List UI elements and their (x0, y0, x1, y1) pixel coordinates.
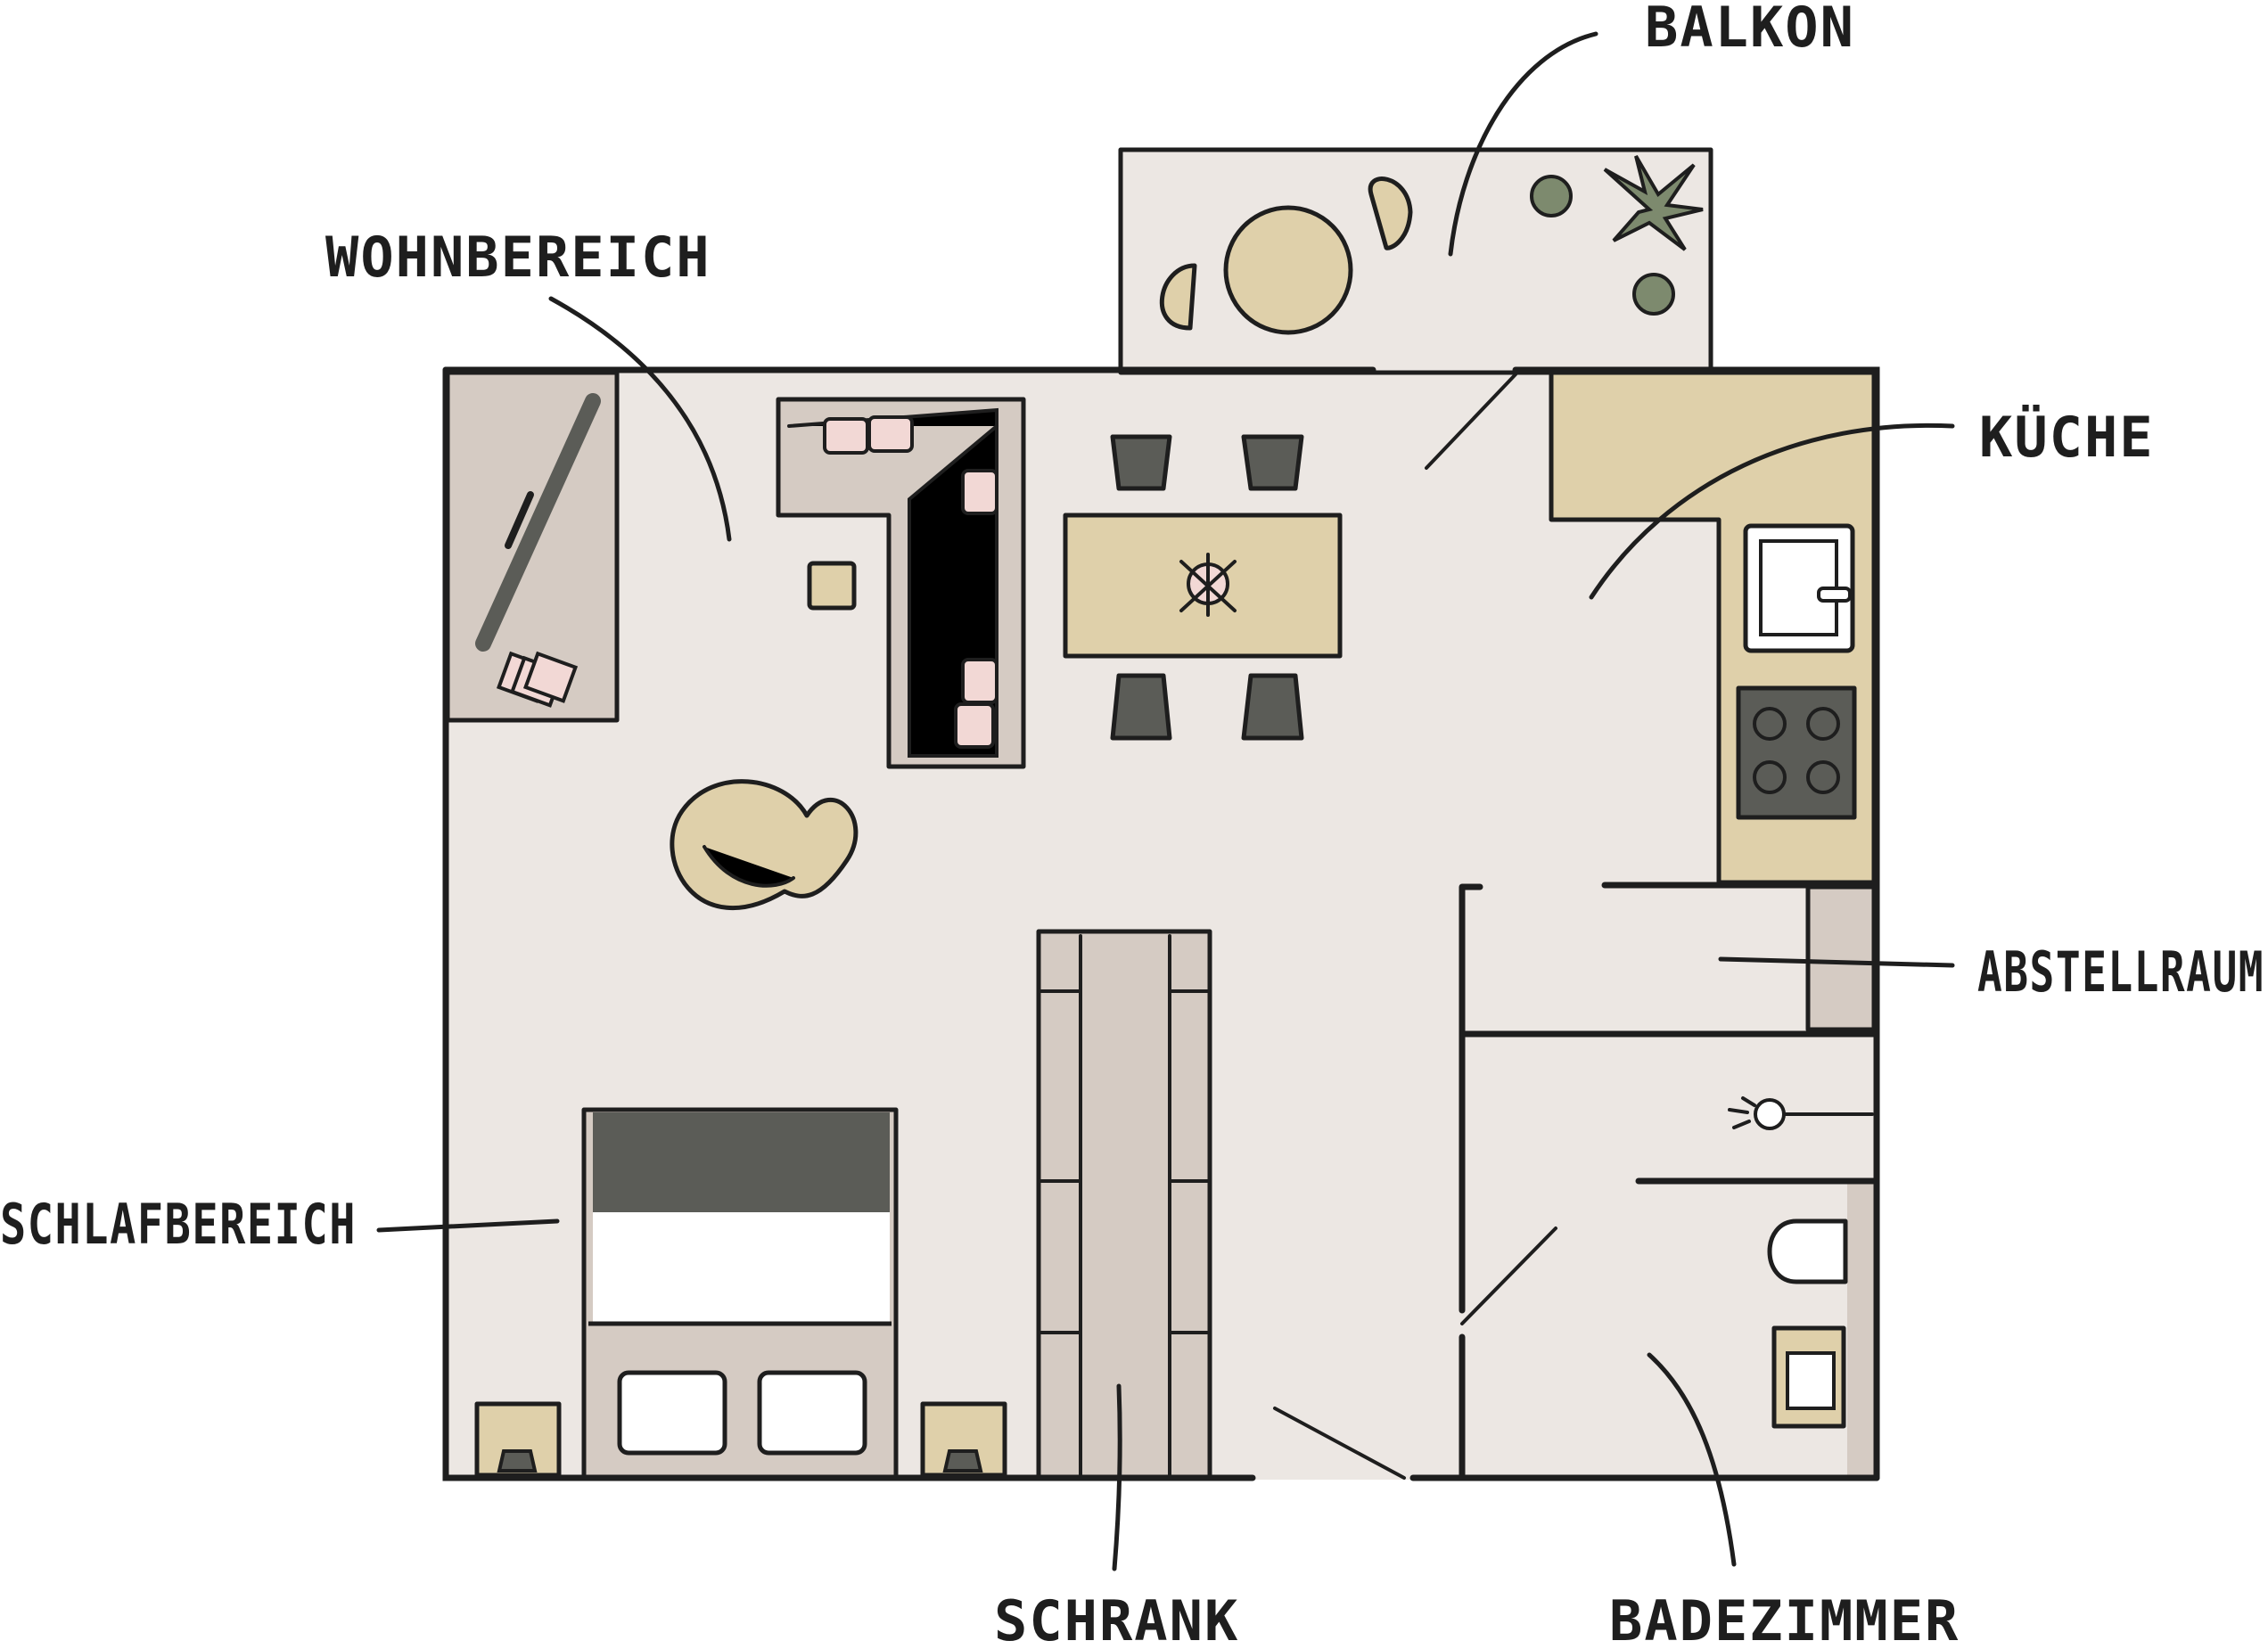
balcony-chair (1368, 176, 1413, 250)
side-table (807, 561, 857, 611)
bed-sheet (593, 1212, 890, 1324)
pillow (617, 1370, 727, 1456)
dining-chair (1241, 434, 1304, 491)
bath-fixture-strip (1847, 1181, 1876, 1475)
pillow (757, 1370, 867, 1456)
balcony-chair (1159, 263, 1197, 331)
cushion (867, 415, 914, 453)
dining-table (1063, 513, 1343, 659)
wardrobe (1036, 929, 1212, 1480)
cushion (961, 658, 998, 704)
leader-lines (376, 31, 1955, 1571)
living-area (445, 370, 1026, 911)
schrank-unit (1036, 929, 1212, 1480)
kitchen-fixtures (1736, 523, 1857, 820)
label-kueche: KÜCHE (1979, 405, 2155, 470)
label-badezimmer: BADEZIMMER (1609, 1588, 1960, 1649)
plant-icon (1632, 273, 1675, 316)
dining-chair (1241, 673, 1304, 741)
flower-vase-icon (1179, 553, 1237, 617)
label-wohnbereich: WOHNBEREICH (325, 225, 711, 290)
bathroom-fixtures (1728, 1096, 1874, 1429)
balcony-table (1223, 205, 1353, 335)
large-plant-icon (1603, 154, 1704, 251)
magazines-icon (496, 651, 579, 708)
armchair (670, 779, 859, 911)
nightstand (474, 1401, 562, 1478)
tv-icon (475, 393, 601, 652)
dining-chair (1110, 434, 1172, 491)
label-balkon: BALKON (1645, 0, 1855, 60)
toilet-icon (1767, 1218, 1848, 1284)
label-schrank: SCHRANK (994, 1588, 1239, 1649)
balcony-furniture (1159, 154, 1704, 335)
bed-blanket-dark (593, 1112, 890, 1212)
cushion (823, 417, 869, 455)
abstellraum-shelf (1805, 884, 1877, 1032)
dining-area (1063, 434, 1343, 741)
walls (442, 366, 1880, 1481)
bedroom (474, 1107, 1007, 1480)
plant-icon (1530, 175, 1573, 217)
cushion (954, 702, 995, 749)
cushion (961, 469, 998, 515)
label-schlafbereich: SCHLAFBEREICH (0, 1192, 357, 1257)
balkon-floor (1118, 147, 1713, 375)
stove-icon (1736, 685, 1857, 820)
label-abstellraum: ABSTELLRAUM (1977, 939, 2264, 1005)
lamp-icon (1754, 1098, 1786, 1130)
dining-chair (1110, 673, 1172, 741)
